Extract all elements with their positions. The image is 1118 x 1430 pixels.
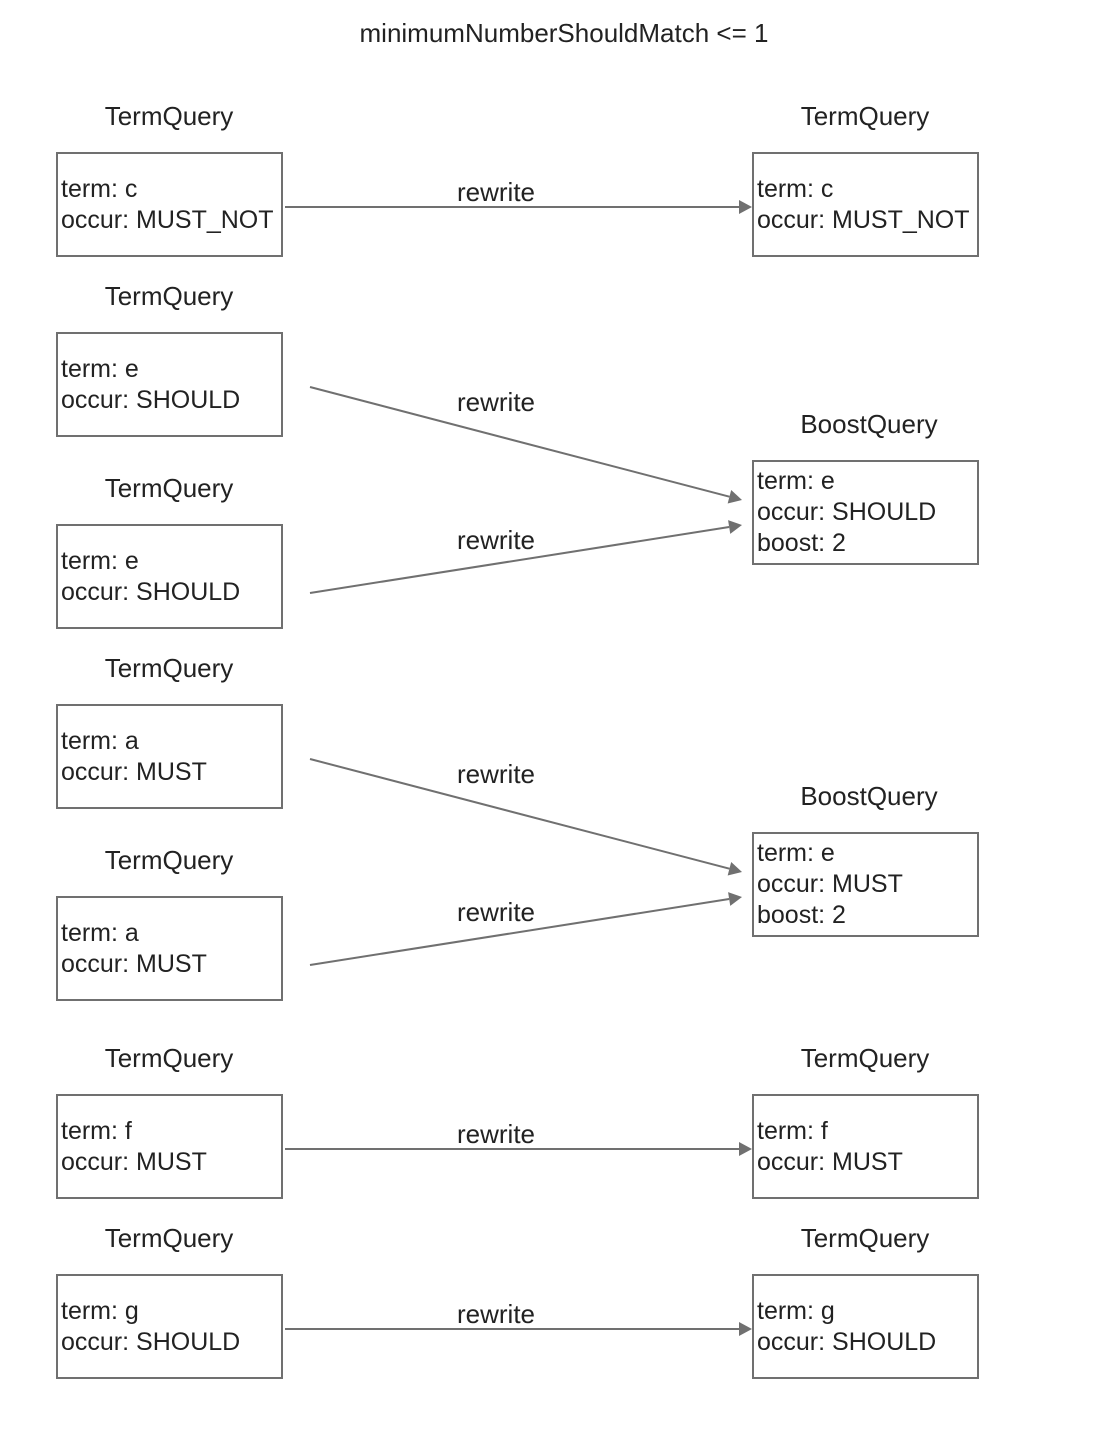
right-node-box: term: e occur: MUST boost: 2 bbox=[752, 832, 979, 937]
node-occur: occur: SHOULD bbox=[61, 577, 241, 606]
node-boost: boost: 2 bbox=[757, 901, 846, 929]
edge-label: rewrite bbox=[456, 387, 535, 417]
arrowhead-icon bbox=[739, 1142, 752, 1156]
left-node-type: TermQuery bbox=[104, 473, 234, 503]
right-node-box: term: e occur: SHOULD boost: 2 bbox=[752, 460, 979, 565]
node-term: term: c bbox=[61, 174, 138, 203]
edge-label: rewrite bbox=[456, 1299, 535, 1329]
right-node-box: term: f occur: MUST bbox=[752, 1094, 979, 1199]
right-node-type: TermQuery bbox=[800, 1223, 930, 1253]
rewrite-edge-line bbox=[309, 758, 730, 870]
node-occur: occur: SHOULD bbox=[757, 498, 937, 526]
left-node-type: TermQuery bbox=[104, 1223, 234, 1253]
node-term: term: f bbox=[61, 1116, 132, 1145]
node-occur: occur: MUST bbox=[757, 1147, 903, 1176]
node-term: term: e bbox=[61, 546, 139, 575]
left-node-box: term: a occur: MUST bbox=[56, 896, 283, 1001]
node-occur: occur: MUST bbox=[61, 1147, 207, 1176]
right-node-box: term: g occur: SHOULD bbox=[752, 1274, 979, 1379]
edge-label: rewrite bbox=[456, 177, 535, 207]
left-node-box: term: f occur: MUST bbox=[56, 1094, 283, 1199]
left-node-box: term: a occur: MUST bbox=[56, 704, 283, 809]
left-node-box: term: c occur: MUST_NOT bbox=[56, 152, 283, 257]
right-node-type: TermQuery bbox=[800, 101, 930, 131]
left-node-type: TermQuery bbox=[104, 101, 234, 131]
node-term: term: e bbox=[757, 839, 835, 867]
node-term: term: a bbox=[61, 918, 139, 947]
edge-label: rewrite bbox=[456, 897, 535, 927]
rewrite-edge-line bbox=[309, 526, 730, 594]
arrowhead-icon bbox=[728, 892, 742, 906]
node-term: term: f bbox=[757, 1116, 828, 1145]
right-node-type: BoostQuery bbox=[800, 409, 938, 439]
node-term: term: c bbox=[757, 174, 834, 203]
node-term: term: g bbox=[61, 1296, 139, 1325]
rewrite-edge-line bbox=[309, 898, 730, 966]
node-occur: occur: MUST_NOT bbox=[757, 205, 970, 234]
edge-label: rewrite bbox=[456, 525, 535, 555]
arrowhead-icon bbox=[739, 1322, 752, 1336]
left-node-type: TermQuery bbox=[104, 845, 234, 875]
left-node-type: TermQuery bbox=[104, 281, 234, 311]
left-node-box: term: e occur: SHOULD bbox=[56, 332, 283, 437]
left-node-box: term: g occur: SHOULD bbox=[56, 1274, 283, 1379]
right-node-type: TermQuery bbox=[800, 1043, 930, 1073]
arrowhead-icon bbox=[727, 861, 742, 876]
arrowhead-icon bbox=[727, 489, 742, 504]
node-occur: occur: MUST_NOT bbox=[61, 205, 274, 234]
node-term: term: e bbox=[757, 467, 835, 495]
left-node-type: TermQuery bbox=[104, 653, 234, 683]
diagram-title: minimumNumberShouldMatch <= 1 bbox=[359, 18, 769, 48]
arrowhead-icon bbox=[728, 520, 742, 534]
arrowhead-icon bbox=[739, 200, 752, 214]
right-node-type: BoostQuery bbox=[800, 781, 938, 811]
node-occur: occur: SHOULD bbox=[61, 1327, 241, 1356]
node-term: term: e bbox=[61, 354, 139, 383]
edge-label: rewrite bbox=[456, 759, 535, 789]
left-node-box: term: e occur: SHOULD bbox=[56, 524, 283, 629]
left-node-type: TermQuery bbox=[104, 1043, 234, 1073]
node-occur: occur: SHOULD bbox=[757, 1327, 937, 1356]
node-occur: occur: MUST bbox=[61, 949, 207, 978]
node-occur: occur: SHOULD bbox=[61, 385, 241, 414]
node-occur: occur: MUST bbox=[757, 870, 903, 898]
edge-label: rewrite bbox=[456, 1119, 535, 1149]
right-node-box: term: c occur: MUST_NOT bbox=[752, 152, 979, 257]
node-boost: boost: 2 bbox=[757, 529, 846, 557]
node-term: term: a bbox=[61, 726, 139, 755]
rewrite-edge-line bbox=[309, 386, 730, 498]
node-occur: occur: MUST bbox=[61, 757, 207, 786]
node-term: term: g bbox=[757, 1296, 835, 1325]
